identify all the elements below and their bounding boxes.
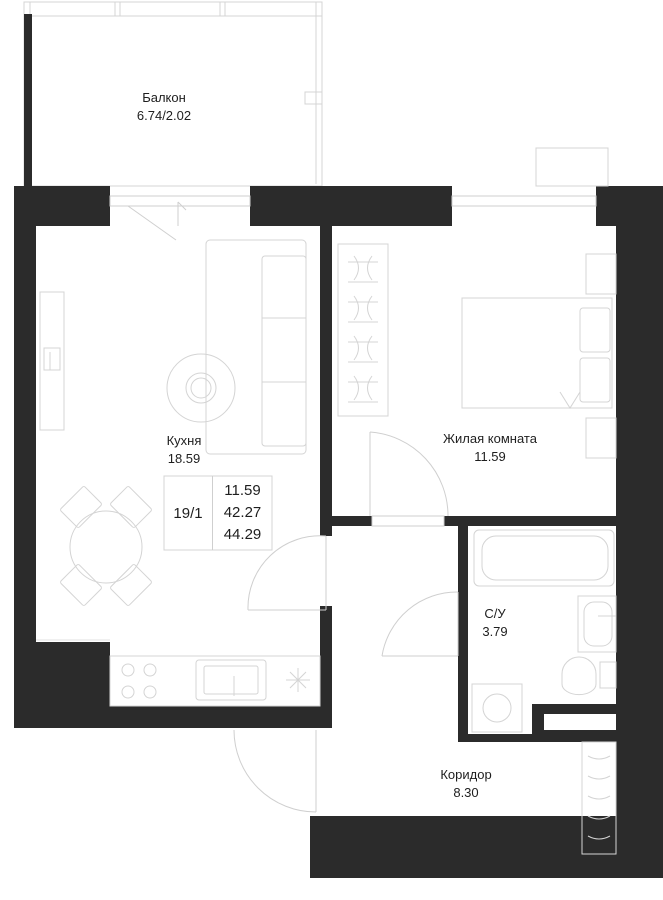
balcony-left-wall	[24, 14, 32, 186]
label-corridor: Коридор 8.30	[416, 766, 516, 802]
doors	[233, 431, 459, 813]
kitchen-area: 18.59	[167, 451, 201, 466]
balcony-area: 6.74/2.02	[136, 108, 192, 123]
summary-areas: 11.59 42.27 44.29	[213, 480, 272, 546]
label-kitchen: Кухня 18.59	[124, 432, 244, 468]
bathroom-area: 3.79	[482, 624, 508, 639]
area-living: 11.59	[224, 482, 261, 499]
corridor-area: 8.30	[453, 785, 479, 800]
windows	[109, 195, 597, 207]
apartment-number: 19/1	[164, 476, 213, 550]
outdoor-unit	[535, 147, 609, 187]
label-balcony: Балкон 6.74/2.02	[104, 89, 224, 125]
summary-table-outline	[163, 475, 273, 551]
area-total-with-balcony: 44.29	[223, 526, 262, 543]
label-living-room: Жилая комната 11.59	[420, 430, 560, 466]
living-room-name: Жилая комната	[443, 431, 537, 446]
balcony-name: Балкон	[142, 90, 186, 105]
living-room-area: 11.59	[474, 449, 506, 464]
corridor-name: Коридор	[440, 767, 492, 782]
living-furniture	[337, 243, 617, 459]
label-bathroom: С/У 3.79	[460, 605, 530, 641]
apartment-summary: 19/1 11.59 42.27 44.29	[164, 476, 272, 550]
kitchen-furniture	[39, 239, 321, 707]
utility-box	[544, 714, 616, 730]
corridor-wardrobe	[581, 741, 617, 855]
bathroom-name: С/У	[484, 606, 506, 621]
kitchen-name: Кухня	[166, 433, 202, 448]
balcony-door	[127, 201, 187, 241]
area-total: 42.27	[223, 504, 262, 521]
bathroom-fixtures	[471, 529, 617, 733]
